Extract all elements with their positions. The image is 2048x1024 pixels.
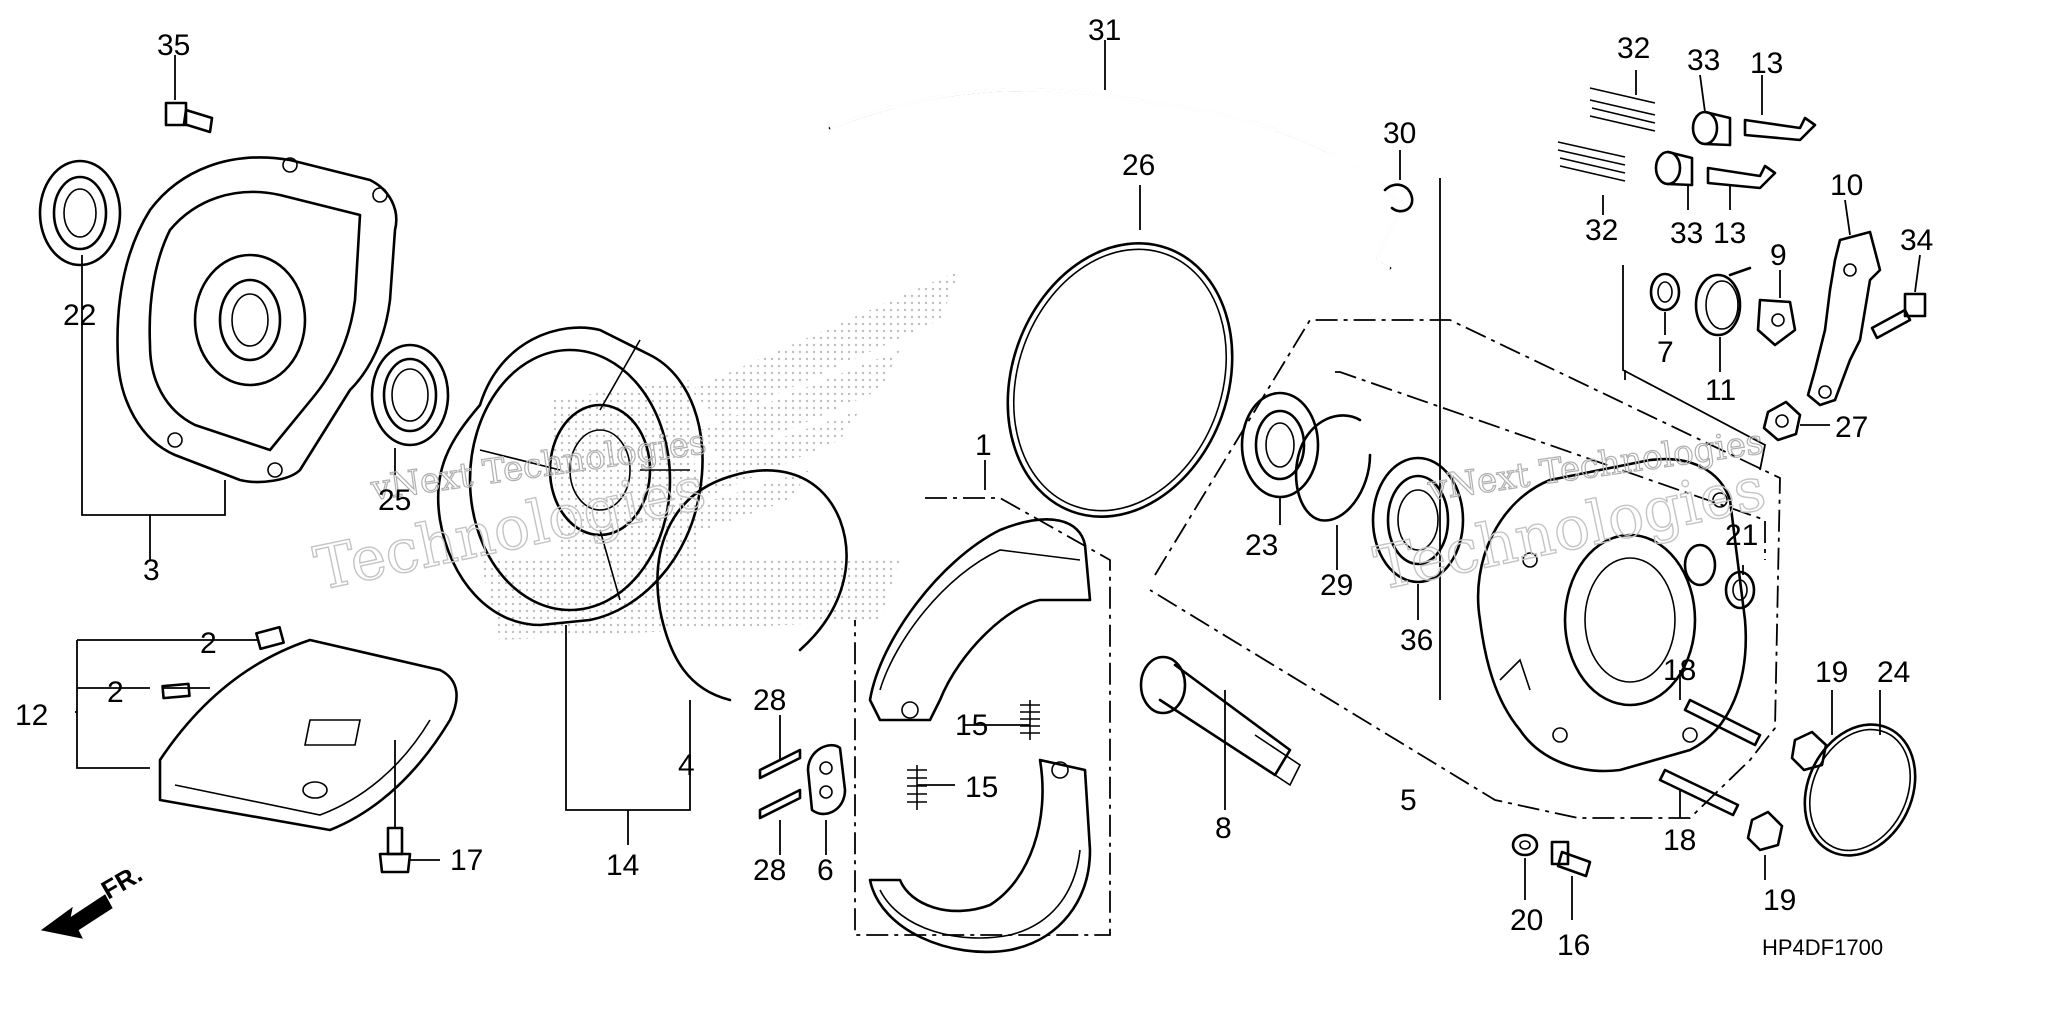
callout-label: 5: [1400, 784, 1417, 817]
part-25-seal: [370, 343, 450, 447]
callout-label: 19: [1763, 884, 1796, 917]
part-33-collars: [1654, 110, 1732, 187]
callout-label: 18: [1663, 654, 1696, 687]
callout-label: 2: [200, 627, 217, 660]
part-21-seal: [1724, 570, 1756, 610]
part-20-washer: [1511, 833, 1539, 857]
part-30-clip: [1383, 183, 1414, 213]
callout-label: 6: [817, 854, 834, 887]
part-2-clips: [161, 625, 285, 700]
callout-label: 27: [1835, 411, 1868, 444]
callout-label: 36: [1400, 624, 1433, 657]
part-15-springs: [907, 700, 1040, 810]
part-6-plate: [806, 743, 847, 816]
part-14-brake-drum: [436, 326, 704, 627]
part-4-spring-ring: [656, 469, 848, 702]
group-outlines: [854, 178, 1781, 936]
callout-label: 11: [1705, 374, 1736, 407]
part-28-pins: [758, 748, 802, 820]
part-7-washer: [1649, 272, 1681, 312]
part-23-seal: [1240, 391, 1320, 499]
callout-label: 10: [1830, 169, 1863, 202]
callout-label: 22: [63, 299, 96, 332]
part-1-brake-shoes: [868, 518, 1092, 954]
callout-label: 17: [450, 844, 483, 877]
callout-label: 28: [753, 854, 786, 887]
part-22-oil-seal: [38, 159, 122, 267]
part-5-gear-case: [1476, 457, 1748, 773]
callout-label: 2: [107, 676, 124, 709]
part-16-bolt: [1550, 840, 1592, 878]
part-12-skid-plate: [158, 638, 458, 832]
front-direction-arrow: FR.: [40, 858, 147, 939]
callout-label: 23: [1245, 529, 1278, 562]
part-18-studs: [1658, 698, 1762, 817]
part-8-shaft: [1139, 655, 1302, 787]
callout-label: 35: [157, 29, 190, 62]
callout-label: 9: [1770, 239, 1787, 272]
leader-lines: [75, 40, 1921, 920]
callout-label: 24: [1877, 656, 1910, 689]
part-36-bearing: [1371, 456, 1465, 584]
part-13-pins: [1706, 116, 1817, 190]
callout-label: 19: [1815, 656, 1848, 689]
part-3-drum-cover: [116, 156, 398, 484]
callout-label: 3: [143, 554, 160, 587]
callout-label: 15: [965, 771, 998, 804]
callout-label: 21: [1725, 519, 1758, 552]
callout-label: 13: [1750, 47, 1783, 80]
callout-label: 26: [1122, 149, 1155, 182]
callout-label: 14: [606, 849, 639, 882]
part-31-breather-tube: [828, 88, 1402, 270]
callout-label: 32: [1617, 32, 1650, 65]
callout-label: 13: [1713, 217, 1746, 250]
callout-label: 1: [975, 429, 992, 462]
part-17-bolt: [378, 826, 412, 874]
callout-label: 29: [1320, 569, 1353, 602]
part-26-o-ring: [1006, 242, 1234, 518]
callout-labels: 1 2 2 3 4 5 6 7 8 9 10 11 12 13 13 14 15…: [15, 14, 1933, 962]
diagram-code: HP4DF1700: [1762, 935, 1883, 960]
callout-label: 7: [1657, 336, 1674, 369]
callout-label: 31: [1088, 14, 1121, 47]
callout-label: 33: [1687, 44, 1720, 77]
callout-label: 25: [378, 484, 411, 517]
callout-label: 16: [1557, 929, 1590, 962]
callout-label: 32: [1585, 214, 1618, 247]
part-34-bolt: [1870, 292, 1927, 340]
callout-label: 15: [955, 709, 988, 742]
part-27-nut: [1762, 400, 1802, 442]
part-32-springs: [1557, 87, 1656, 182]
part-10-lever: [1806, 230, 1882, 407]
part-29-circlip: [1294, 414, 1372, 522]
part-24-o-ring: [1803, 723, 1917, 857]
callout-label: 4: [678, 749, 695, 782]
callout-label: 8: [1215, 812, 1232, 845]
callout-label: 30: [1383, 117, 1416, 150]
part-9-plate: [1756, 298, 1797, 347]
part-11-torsion-spring: [1694, 266, 1752, 337]
callout-label: 28: [753, 684, 786, 717]
part-19-nuts: [1746, 730, 1828, 852]
part-35-bolt: [164, 101, 214, 134]
callout-label: 18: [1663, 824, 1696, 857]
callout-label: 33: [1670, 217, 1703, 250]
callout-label: 12: [15, 699, 48, 732]
callout-label: 34: [1900, 224, 1933, 257]
callout-label: 20: [1510, 904, 1543, 937]
